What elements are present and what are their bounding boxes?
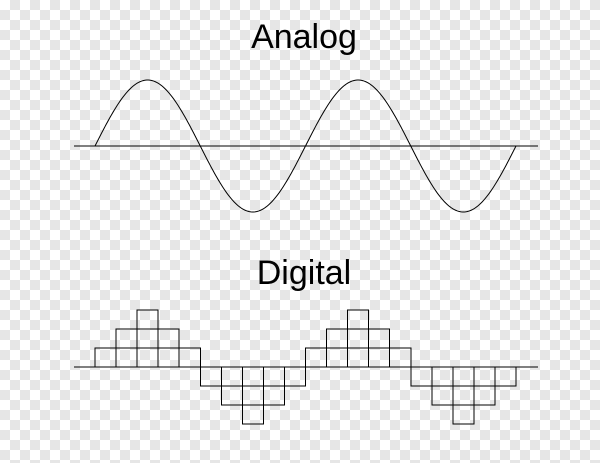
digital-step-cell [347, 347, 370, 368]
digital-step-cell [494, 366, 517, 387]
digital-step-cell [241, 404, 264, 425]
digital-step-cell [199, 366, 222, 387]
digital-step-cell [452, 404, 475, 425]
digital-step-cell [157, 328, 180, 349]
digital-step-cell [178, 347, 201, 368]
digital-step-cell [431, 385, 454, 406]
digital-step-cell [115, 328, 138, 349]
digital-step-cell [94, 347, 117, 368]
digital-step-cell [473, 366, 496, 387]
analog-title: Analog [251, 18, 357, 56]
digital-step-cell [410, 366, 433, 387]
digital-step-cell [368, 328, 391, 349]
digital-step-cell [220, 366, 243, 387]
digital-step-cell [368, 347, 391, 368]
digital-title: Digital [257, 254, 351, 292]
digital-step-cell [136, 328, 159, 349]
digital-step-cell [241, 385, 264, 406]
digital-step-cell [389, 347, 412, 368]
digital-step-cell [220, 385, 243, 406]
digital-step-cell [347, 328, 370, 349]
digital-step-cell [157, 347, 180, 368]
digital-step-cell [115, 347, 138, 368]
digital-step-cell [452, 385, 475, 406]
digital-step-cell [262, 385, 285, 406]
digital-step-cell [283, 366, 307, 387]
digital-step-cell [241, 366, 264, 387]
digital-step-cell [326, 347, 349, 368]
analog-sine-wave [94, 79, 517, 213]
digital-step-cell [326, 328, 349, 349]
digital-step-cell [305, 347, 328, 368]
digital-step-cell [452, 366, 475, 387]
digital-step-cell [473, 385, 496, 406]
digital-step-cell [136, 347, 159, 368]
digital-step-cell [347, 309, 370, 330]
digital-step-cell [136, 309, 159, 330]
digital-step-wave [94, 309, 517, 425]
digital-step-cell [262, 366, 285, 387]
digital-step-cell [431, 366, 454, 387]
